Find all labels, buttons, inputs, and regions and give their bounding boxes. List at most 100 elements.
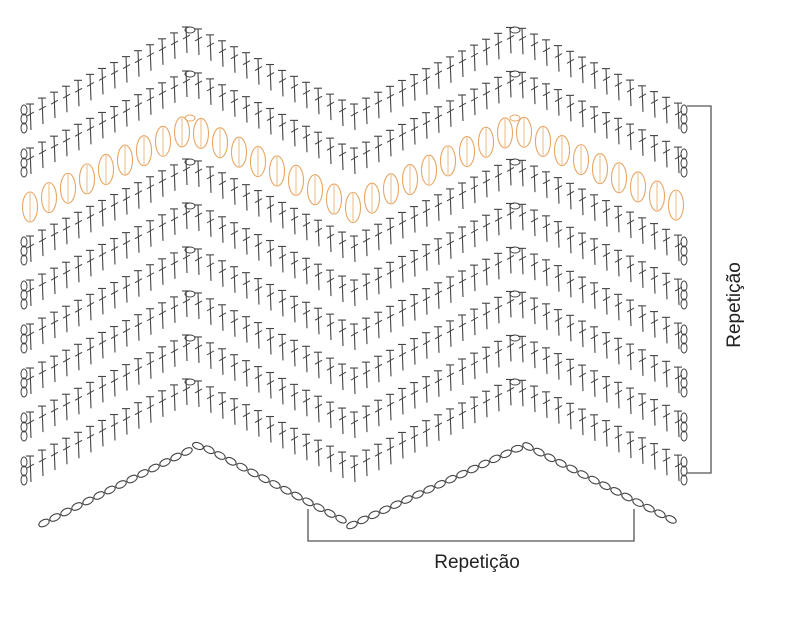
horizontal-repeat-label: Repetição [434, 552, 520, 573]
dc-slash [482, 310, 491, 316]
dc-stem [353, 147, 356, 175]
chain-stitch [313, 503, 325, 513]
dc-slash [578, 196, 587, 202]
dc-slash [470, 184, 479, 190]
dc-stem [269, 196, 272, 223]
dc-stem [521, 72, 524, 99]
dc-slash [494, 260, 503, 266]
dc-stem [365, 98, 368, 125]
dc-stem [509, 247, 512, 274]
dc-stem [77, 388, 80, 415]
dc-slash [410, 346, 419, 352]
dc-slash [542, 91, 551, 97]
dc-stem [653, 91, 656, 118]
dc-slash [650, 275, 659, 281]
dc-slash [98, 296, 107, 301]
dc-stem [137, 94, 140, 121]
dc-slash [26, 375, 35, 381]
dc-stem [593, 370, 596, 397]
dc-stem [605, 68, 608, 95]
dc-slash [134, 366, 143, 372]
dc-slash [326, 453, 335, 459]
dc-slash [38, 325, 47, 331]
dc-slash [422, 76, 431, 82]
dc-stem [449, 364, 452, 391]
dc-stem [461, 50, 464, 78]
dc-stem [581, 189, 584, 216]
dc-stem [545, 347, 548, 374]
bobble-stitch [97, 153, 115, 186]
dc-slash [194, 212, 203, 218]
stitch-row [20, 378, 688, 486]
dc-slash [242, 280, 251, 286]
dc-slash [266, 380, 275, 385]
dc-stem [593, 414, 596, 441]
dc-slash [506, 299, 515, 304]
dc-stem [149, 352, 152, 379]
dc-stem [341, 276, 344, 303]
dc-stem [413, 250, 416, 277]
dc-slash [614, 125, 623, 131]
dc-slash [302, 309, 311, 315]
dc-stem [545, 259, 548, 286]
dc-stem [221, 392, 224, 419]
dc-stem [305, 214, 308, 241]
dc-slash [518, 167, 527, 173]
bobble-stitch [458, 136, 476, 168]
dc-slash [662, 280, 671, 286]
dc-slash [362, 237, 371, 243]
dc-stem [413, 382, 416, 409]
dc-slash [38, 413, 47, 419]
dc-stem [665, 449, 668, 476]
dc-stem [89, 74, 92, 101]
dc-stem [149, 308, 152, 335]
dc-slash [422, 208, 431, 214]
dc-stem [557, 45, 560, 72]
dc-slash [398, 132, 407, 137]
dc-slash [230, 274, 239, 280]
dc-slash [470, 360, 479, 366]
dc-slash [170, 172, 179, 178]
dc-slash [554, 361, 563, 367]
turning-chain [20, 104, 28, 116]
dc-stem [113, 326, 116, 353]
dc-stem [209, 254, 212, 281]
dc-stem [209, 386, 212, 413]
dc-slash [278, 385, 287, 391]
dc-stem [593, 194, 596, 221]
dc-stem [113, 106, 116, 133]
dc-slash [398, 220, 407, 225]
dc-stem [581, 101, 584, 128]
dc-stem [377, 136, 380, 163]
dc-slash [410, 258, 419, 264]
dc-stem [449, 408, 452, 435]
dc-slash [386, 93, 395, 99]
dc-stem [245, 360, 248, 387]
dc-stem [497, 297, 500, 324]
dc-stem [257, 190, 260, 217]
dc-stem [305, 82, 308, 109]
dc-slash [494, 348, 503, 354]
dc-stem [401, 300, 404, 327]
dc-stem [197, 72, 200, 99]
dc-stem [137, 358, 140, 385]
dc-slash [254, 418, 263, 424]
dc-slash [134, 58, 143, 64]
dc-slash [62, 269, 71, 275]
dc-stem [65, 306, 68, 333]
turning-chain [20, 474, 28, 486]
dc-slash [614, 301, 623, 307]
bobble-stitch [515, 116, 533, 148]
dc-slash [338, 459, 347, 465]
dc-slash [470, 316, 479, 322]
dc-stem [137, 50, 140, 77]
dc-slash [662, 148, 671, 154]
dc-stem [53, 444, 56, 471]
dc-slash [626, 131, 635, 137]
peak-chain [509, 378, 521, 386]
dc-stem [317, 440, 320, 467]
dc-slash [74, 263, 83, 269]
dc-stem [353, 323, 356, 351]
peak-chain [509, 334, 521, 342]
dc-slash [398, 440, 407, 445]
